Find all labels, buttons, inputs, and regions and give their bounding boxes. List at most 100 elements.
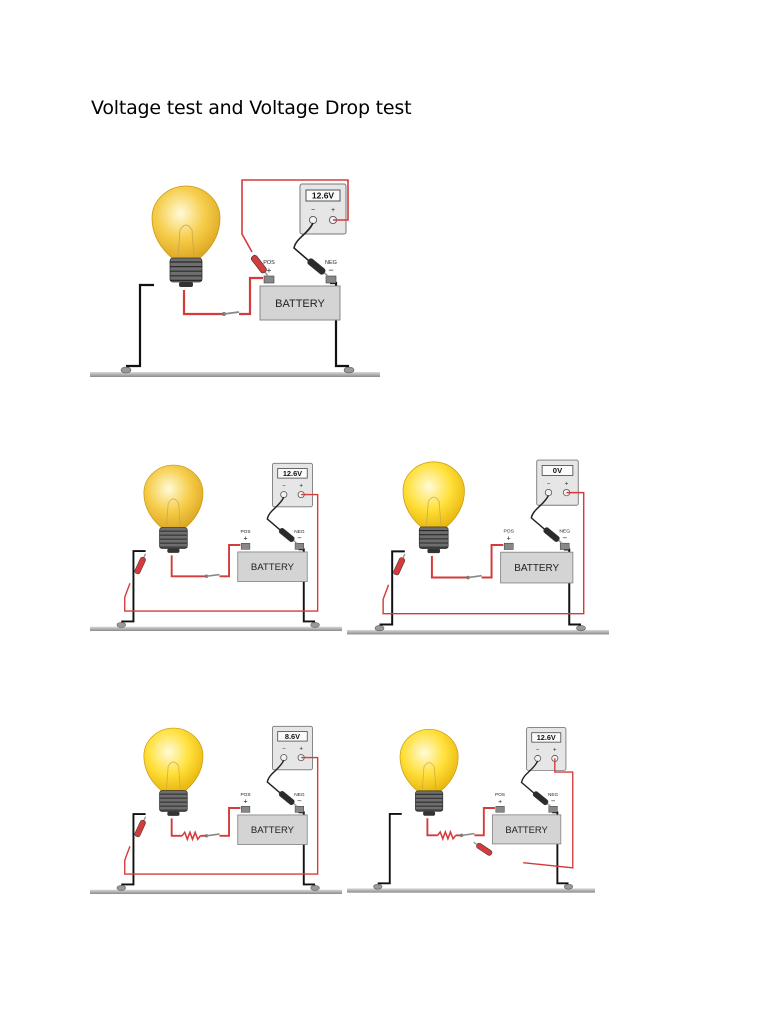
red-probe (393, 553, 406, 576)
ground-stud-right (563, 883, 574, 890)
battery-body (237, 551, 308, 582)
meter-minus: − (547, 480, 551, 487)
neg-sign: − (297, 534, 302, 543)
light-bulb (402, 461, 465, 554)
red-probe (473, 841, 493, 856)
pos-label: POS (263, 260, 275, 266)
neg-sign: − (297, 797, 302, 806)
black-probe (278, 527, 298, 544)
pos-terminal (263, 275, 275, 284)
neg-label: NEG (294, 529, 305, 535)
meter-display (277, 731, 308, 742)
battery-body (500, 551, 574, 584)
ground-plane (347, 629, 609, 635)
meter-com-jack (308, 215, 318, 225)
neg-label: NEG (294, 792, 305, 798)
test-leads (124, 493, 319, 612)
lamp-ground-wire (379, 550, 405, 626)
meter-reading: 0V (553, 466, 563, 475)
feed-wire (170, 544, 241, 578)
pos-label: POS (503, 528, 514, 534)
battery-body (259, 285, 341, 321)
pos-label: POS (241, 529, 251, 535)
light-bulb (151, 185, 221, 287)
battery-label: BATTERY (275, 298, 325, 310)
resistor (437, 829, 457, 841)
meter-reading: 12.6V (537, 733, 556, 742)
bulb-glass (151, 185, 221, 259)
neg-sign: − (551, 797, 556, 806)
meter-com-jack (534, 754, 542, 762)
bulb-filament (426, 496, 442, 526)
bulb-filament (166, 761, 181, 789)
ground-stud-right (576, 625, 586, 632)
bulb-base (418, 526, 449, 554)
meter-com-jack (280, 754, 288, 762)
neg-terminal (294, 806, 305, 813)
page-title: Voltage test and Voltage Drop test (91, 97, 412, 119)
black-lead (266, 759, 293, 804)
ground-plane (90, 626, 342, 632)
pos-terminal (240, 543, 251, 550)
lamp-ground-wire (126, 283, 154, 368)
bulb-glass (143, 464, 204, 528)
pos-sign: + (507, 533, 511, 542)
meter-plus: + (565, 480, 569, 487)
black-probe (278, 790, 298, 807)
red-lead (241, 179, 349, 253)
black-lead (520, 760, 546, 804)
meter-plus: + (553, 748, 557, 754)
switch-blade (467, 574, 482, 579)
voltmeter: 12.6V−+ (272, 462, 313, 508)
ground-plane (90, 372, 380, 377)
pos-sign: + (244, 799, 248, 806)
resistor (181, 830, 201, 842)
neg-terminal (548, 806, 558, 813)
voltmeter: 12.6V−+ (299, 183, 347, 235)
ground-stud-right (310, 622, 320, 628)
meter-com-jack (544, 488, 553, 497)
meter-display (541, 465, 574, 476)
pos-terminal (495, 806, 505, 813)
neg-sign: − (328, 265, 333, 275)
voltmeter: 0V− + (536, 459, 579, 506)
ground-stud-left (374, 625, 385, 632)
bulb-base (159, 790, 188, 816)
meter-com-jack (280, 491, 288, 499)
neg-label: NEG (559, 528, 570, 534)
bulb-filament (177, 224, 195, 257)
battery-label: BATTERY (505, 824, 548, 835)
test-leads (382, 491, 585, 615)
black-lead (293, 222, 323, 273)
ground-stud-right (343, 366, 355, 374)
black-probe (307, 258, 329, 277)
red-lead (124, 756, 319, 875)
red-probe (134, 553, 147, 575)
meter-plus: + (299, 746, 303, 753)
voltmeter: 8.6V−+ (272, 725, 313, 771)
bulb-base (169, 257, 203, 287)
red-probe (250, 254, 269, 277)
test-leads (241, 179, 349, 273)
meter-minus: − (282, 483, 286, 490)
voltmeter: 12.6V−+ (526, 727, 567, 771)
neg-sign: − (562, 533, 567, 542)
test-leads (124, 756, 319, 875)
meter-display (531, 732, 562, 743)
ground-plane (347, 888, 595, 893)
meter-plus: + (331, 207, 335, 214)
switch-blade (206, 833, 220, 837)
feed-wire (170, 807, 241, 842)
black-probe (543, 527, 563, 544)
neg-terminal (294, 543, 305, 550)
bulb-filament (421, 762, 437, 790)
